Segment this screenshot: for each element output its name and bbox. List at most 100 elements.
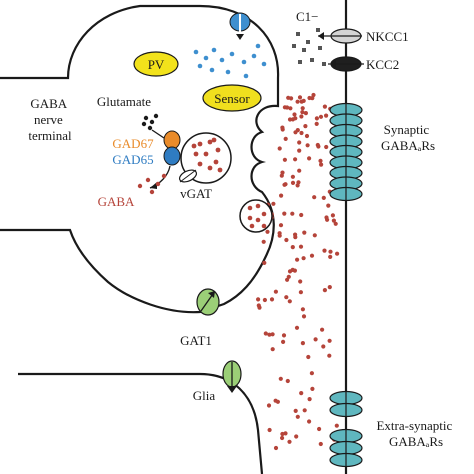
calcium-dot (251, 53, 257, 59)
gaba-dot (307, 397, 312, 402)
gaba-label: GABA (98, 194, 135, 209)
gaba-dot (298, 279, 303, 284)
gaba-dot (301, 256, 306, 261)
gaba-dot (270, 332, 275, 337)
gaba-dot (295, 128, 300, 133)
gaba-dot (273, 445, 279, 451)
vesicle-gaba-dot (215, 147, 221, 153)
gaba-dot (321, 195, 326, 200)
gaba-dot (302, 408, 307, 413)
gaba-dot (309, 253, 315, 258)
gaba-dot (317, 426, 322, 432)
gaba-dot (328, 249, 333, 254)
gaba-dot (279, 193, 284, 198)
gad-enzyme-icon (163, 130, 181, 166)
gaba-dot (269, 297, 275, 302)
gaba-dot (305, 143, 310, 148)
gaba-dot (328, 254, 333, 259)
extrasynaptic-receptors-label: Extra-synaptic GABAₐRs (376, 418, 455, 449)
gaba-dot (324, 144, 329, 150)
gaba-dot (322, 288, 327, 293)
gaba-dot (266, 403, 272, 408)
gaba-dot (271, 201, 276, 206)
chloride-square (310, 58, 314, 62)
gaba-dot (262, 260, 267, 265)
calcium-dot (225, 69, 231, 75)
gaba-dot (294, 325, 300, 330)
cytosolic-gaba-dot (149, 189, 155, 195)
gaba-dot (282, 211, 287, 216)
cytosolic-gaba-dots (137, 173, 167, 195)
gaba-dot (327, 338, 332, 343)
gaba-dot (278, 223, 284, 228)
gaba-dot (299, 114, 304, 119)
synaptic-receptors-label: Synaptic GABAₐRs (381, 122, 435, 153)
glutamate-dot (149, 119, 155, 125)
cytosolic-gaba-dot (137, 183, 143, 189)
chloride-square (316, 28, 320, 32)
gaba-dot (287, 439, 292, 444)
gaba-dot (270, 347, 275, 352)
glutamate-dot (141, 121, 147, 127)
calcium-dot (255, 43, 261, 49)
gaba-dot (322, 248, 327, 253)
chloride-label: C1− (296, 9, 319, 24)
calcium-dot (211, 47, 217, 53)
vesicle-gaba-dot (191, 143, 197, 149)
gaba-dot (294, 434, 299, 439)
chloride-square (296, 32, 300, 36)
gaba-dot (306, 354, 311, 360)
gaba-dot (293, 157, 298, 162)
gaba-dot (292, 268, 297, 273)
gaba-dot (313, 337, 318, 342)
calcium-dot (241, 59, 247, 65)
gaba-dot (288, 106, 293, 111)
nerve-terminal-membrane (0, 4, 280, 314)
gaba-dot (280, 170, 285, 175)
gaba-dot (300, 307, 305, 312)
vesicle-gaba-dot (197, 161, 203, 167)
docked-vesicle (239, 199, 273, 233)
docked-gaba-dot (261, 211, 267, 217)
vesicle-gaba-dot (203, 151, 209, 157)
gaba-dot (265, 229, 270, 234)
gaba-dot (273, 289, 278, 294)
calcium-dot (261, 61, 267, 67)
gaba-dot (290, 211, 295, 216)
calcium-dot (219, 57, 225, 63)
cytosolic-gaba-dot (145, 177, 151, 183)
docked-gaba-dot (261, 223, 267, 229)
gaba-dot (299, 130, 304, 136)
vesicle-gaba-dot (217, 167, 223, 173)
gaba-dot (295, 257, 300, 262)
vesicle-gaba-dot (197, 141, 203, 147)
gaba-nerve-terminal-label: GABA nerve terminal (28, 96, 72, 143)
vgat-label: vGAT (180, 186, 212, 201)
kcc2-transporter-icon (328, 56, 364, 72)
gaba-dot (298, 290, 303, 295)
sensor-label: Sensor (214, 91, 250, 106)
gad65-label: GAD65 (112, 152, 153, 167)
gaba-dot (297, 95, 303, 100)
gaba-dot (315, 142, 320, 148)
gaba-dot (335, 251, 340, 256)
pv-ellipse (133, 51, 179, 77)
gaba-dot (298, 244, 304, 249)
gaba-dot (300, 341, 305, 346)
gaba-dot (293, 408, 298, 413)
gaba-dot (318, 114, 324, 119)
gaba-dot (267, 427, 272, 433)
glutamate-dots (141, 113, 159, 131)
gaba-dot (319, 162, 324, 167)
gaba-dot (285, 105, 290, 110)
docked-gaba-dot (255, 217, 261, 223)
gaba-dot (281, 339, 286, 344)
pv-label: PV (148, 57, 165, 72)
gaba-dot (280, 435, 285, 441)
gaba-dot (283, 136, 288, 141)
gaba-dot (284, 295, 289, 300)
vesicle-gaba-dot (207, 139, 213, 145)
cytosolic-gaba-dot (155, 181, 161, 187)
chloride-square (302, 48, 306, 52)
gaba-dot (289, 96, 294, 101)
